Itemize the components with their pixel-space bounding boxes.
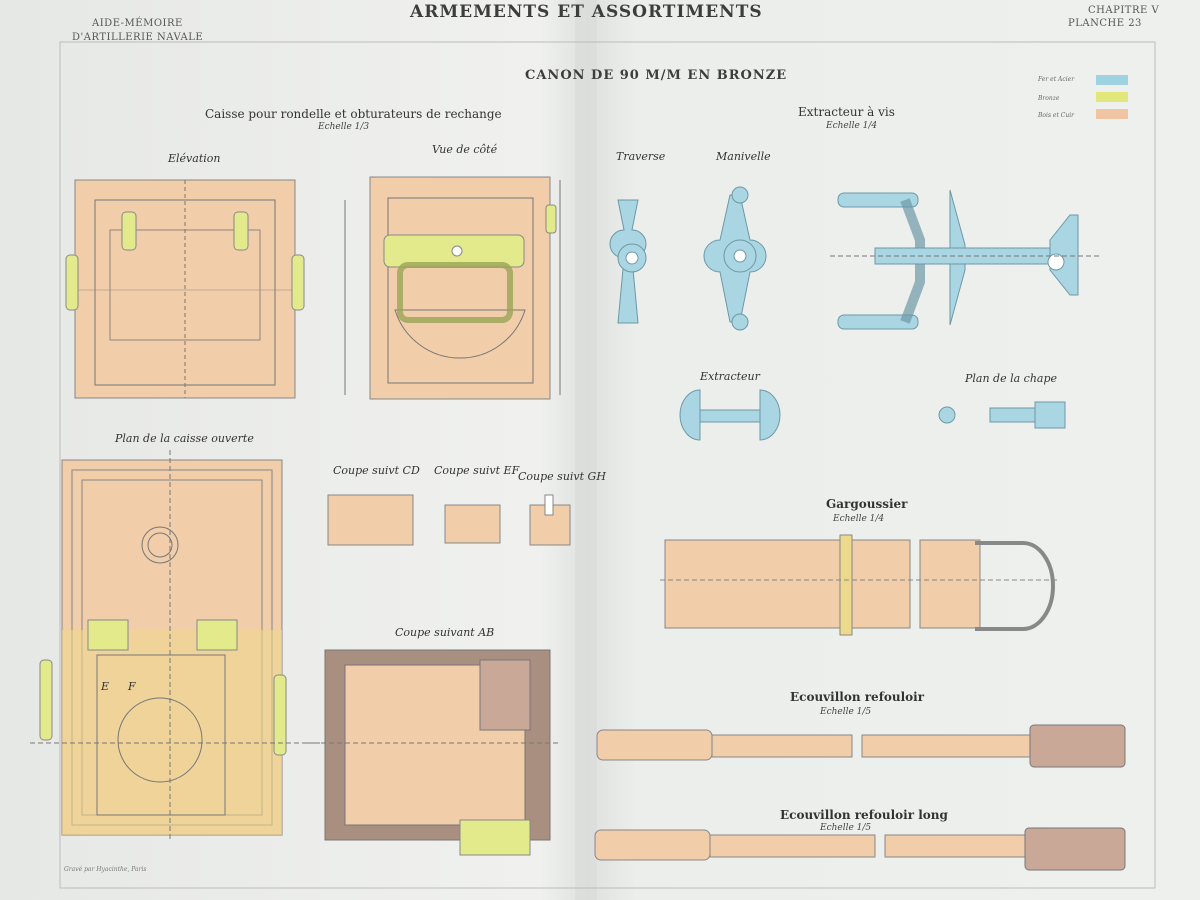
- rammer-scale: Echelle 1/5: [820, 707, 872, 717]
- rammer-title: Ecouvillon refouloir: [790, 690, 925, 704]
- header-left-line1: AIDE-MÉMOIRE: [92, 18, 183, 29]
- box-scale: Echelle 1/3: [318, 122, 370, 132]
- section-gh-label: Coupe suivt GH: [518, 470, 606, 483]
- sections-cd-ef-gh: [327, 494, 571, 546]
- header-left-line2: D'ARTILLERIE NAVALE: [72, 32, 204, 43]
- engraver-credit: Gravé par Hyacinthe, Paris: [64, 866, 147, 873]
- rammer-drawing: [596, 724, 1126, 768]
- long-rammer-title: Ecouvillon refouloir long: [780, 808, 948, 822]
- open-box-plan-label: Plan de la caisse ouverte: [115, 432, 254, 445]
- cartridge-case-scale: Echelle 1/4: [833, 514, 885, 524]
- box-section-title: Caisse pour rondelle et obturateurs de r…: [205, 107, 502, 121]
- clevis-plan-drawing: [938, 401, 1066, 429]
- open-box-plan-drawing: [30, 450, 320, 840]
- traverse-label: Traverse: [616, 150, 666, 163]
- elevation-drawing: [65, 179, 305, 399]
- legend-swatch-iron: [1096, 75, 1128, 85]
- section-ab-label: Coupe suivant AB: [395, 626, 495, 639]
- screw-extractor-drawing: [830, 189, 1100, 330]
- legend-swatch-wood: [1096, 109, 1128, 119]
- extractor-drawing: [679, 389, 781, 441]
- crank-drawing: [703, 186, 767, 331]
- section-cd-label: Coupe suivt CD: [333, 464, 420, 477]
- letter-e: E: [101, 680, 110, 693]
- legend-label-iron: Fer et Acier: [1038, 76, 1075, 83]
- long-rammer-scale: Echelle 1/5: [820, 823, 872, 833]
- chapter-label: CHAPITRE V: [1088, 5, 1160, 16]
- side-view-label: Vue de côté: [432, 143, 498, 156]
- long-rammer-drawing: [594, 827, 1126, 871]
- plate-label: PLANCHE 23: [1068, 18, 1142, 29]
- traverse-drawing: [609, 199, 647, 324]
- legend-label-wood: Bois et Cuir: [1038, 112, 1075, 119]
- crank-label: Manivelle: [716, 150, 771, 163]
- cartridge-case-drawing: [660, 534, 1060, 636]
- extractor-label: Extracteur: [700, 370, 760, 383]
- drawing-title: CANON DE 90 M/M EN BRONZE: [525, 68, 788, 83]
- legend-swatch-bronze: [1096, 92, 1128, 102]
- page-title: ARMEMENTS ET ASSORTIMENTS: [410, 2, 763, 22]
- screw-extractor-scale: Echelle 1/4: [826, 121, 878, 131]
- screw-extractor-title: Extracteur à vis: [798, 105, 895, 119]
- section-ef-label: Coupe suivt EF: [434, 464, 520, 477]
- side-view-drawing: [344, 176, 561, 400]
- section-ab-drawing: [305, 649, 560, 856]
- legend-label-bronze: Bronze: [1038, 95, 1060, 102]
- elevation-label: Elévation: [168, 152, 221, 165]
- cartridge-case-title: Gargoussier: [826, 497, 908, 511]
- letter-f: F: [128, 680, 136, 693]
- clevis-plan-label: Plan de la chape: [965, 372, 1058, 385]
